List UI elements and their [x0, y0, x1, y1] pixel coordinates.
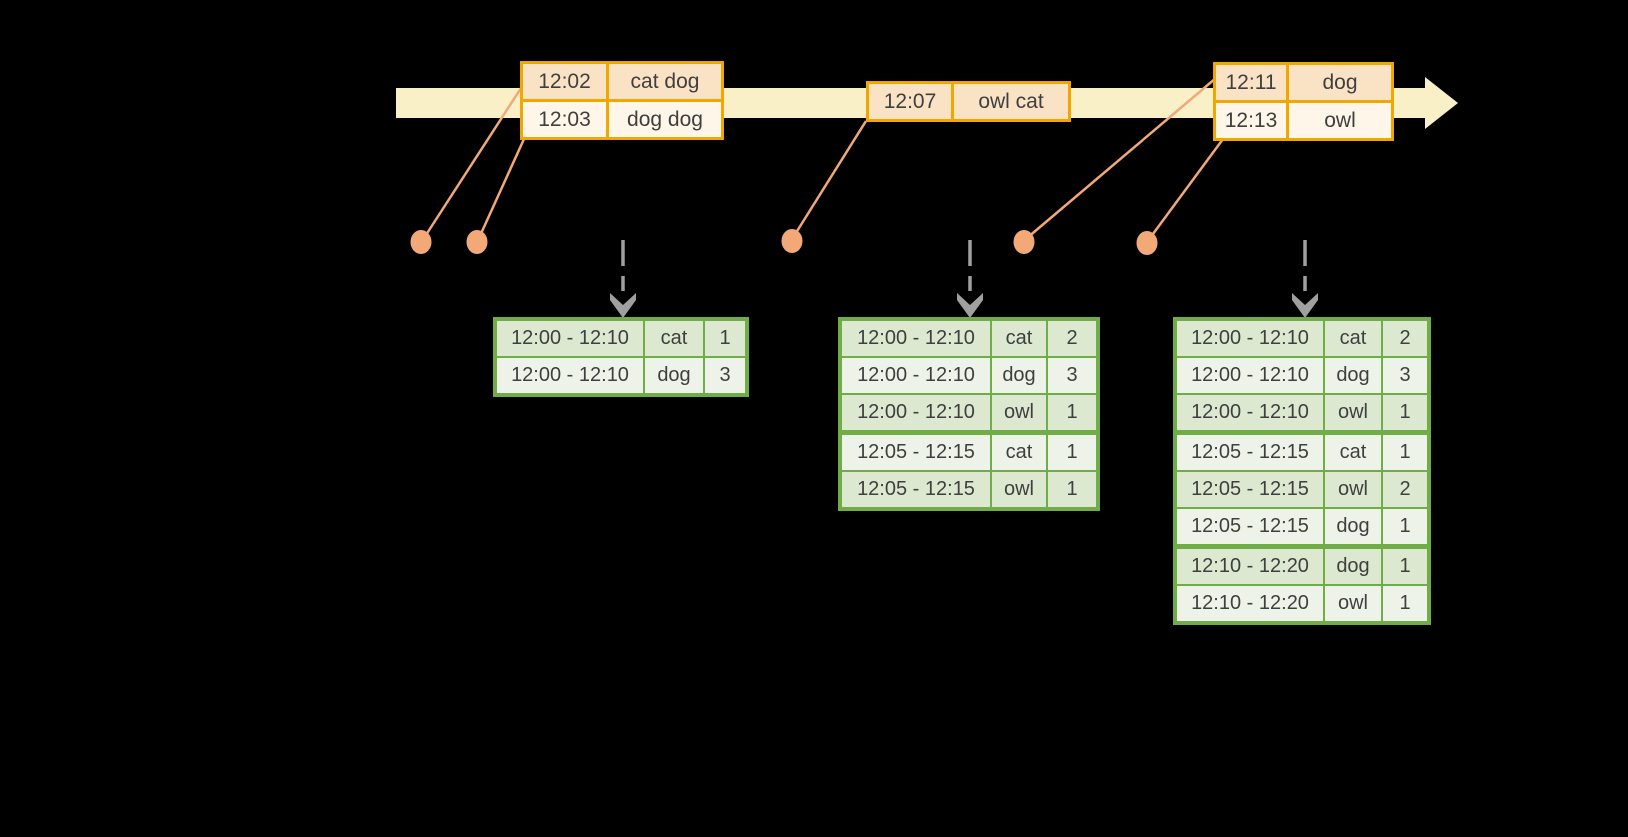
- event-time-cell: 12:11: [1213, 62, 1289, 103]
- result-word-cell: owl: [1323, 393, 1383, 434]
- result-word-cell: dog: [1323, 356, 1383, 395]
- result-count-cell: 1: [1381, 393, 1430, 434]
- result-word-cell: cat: [990, 430, 1048, 472]
- trigger-arrowhead-icon: [1292, 293, 1318, 318]
- result-count-cell: 1: [1046, 393, 1099, 434]
- result-word-cell: cat: [1323, 318, 1383, 358]
- table-row: 12:11 dog: [1213, 62, 1394, 103]
- event-time-cell: 12:07: [866, 81, 954, 122]
- connector-line: [1148, 138, 1225, 239]
- table-row: 12:00 - 12:10 cat 2: [839, 318, 1099, 358]
- event-words-cell: dog dog: [606, 99, 724, 140]
- trigger-arrowhead-icon: [610, 293, 636, 318]
- table-row: 12:10 - 12:20 dog 1: [1174, 544, 1430, 586]
- event-table-1: 12:02 cat dog 12:03 dog dog: [520, 61, 724, 140]
- event-words-cell: dog: [1286, 62, 1394, 103]
- event-time-cell: 12:13: [1213, 100, 1289, 141]
- result-word-cell: dog: [1323, 544, 1383, 586]
- result-count-cell: 1: [1381, 544, 1430, 586]
- result-window-cell: 12:05 - 12:15: [839, 430, 992, 472]
- result-word-cell: owl: [1323, 470, 1383, 509]
- event-dot: [1136, 231, 1158, 255]
- result-window-cell: 12:00 - 12:10: [1174, 318, 1325, 358]
- result-window-cell: 12:00 - 12:10: [839, 318, 992, 358]
- table-row: 12:13 owl: [1213, 100, 1394, 141]
- trigger-arrowhead-icon: [957, 293, 983, 318]
- event-table-3: 12:11 dog 12:13 owl: [1213, 62, 1394, 141]
- event-words-cell: cat dog: [606, 61, 724, 102]
- result-window-cell: 12:00 - 12:10: [1174, 356, 1325, 395]
- table-row: 12:02 cat dog: [520, 61, 724, 102]
- table-row: 12:05 - 12:15 owl 2: [1174, 470, 1430, 509]
- table-row: 12:00 - 12:10 cat 1: [494, 318, 748, 358]
- result-window-cell: 12:00 - 12:10: [1174, 393, 1325, 434]
- event-words-cell: owl: [1286, 100, 1394, 141]
- event-time-cell: 12:03: [520, 99, 609, 140]
- event-dot: [410, 230, 432, 254]
- connector-line: [422, 84, 525, 239]
- event-dot: [781, 229, 803, 253]
- event-time-cell: 12:02: [520, 61, 609, 102]
- table-row: 12:00 - 12:10 dog 3: [1174, 356, 1430, 395]
- result-count-cell: 2: [1046, 318, 1099, 358]
- result-table-1: 12:00 - 12:10 cat 1 12:00 - 12:10 dog 3: [493, 317, 749, 397]
- table-row: 12:05 - 12:15 cat 1: [839, 430, 1099, 472]
- result-window-cell: 12:00 - 12:10: [494, 318, 645, 358]
- result-window-cell: 12:10 - 12:20: [1174, 584, 1325, 624]
- connector-line: [477, 138, 526, 239]
- table-row: 12:07 owl cat: [866, 81, 1071, 122]
- result-word-cell: owl: [990, 393, 1048, 434]
- result-word-cell: cat: [643, 318, 705, 358]
- result-count-cell: 3: [703, 356, 748, 396]
- result-word-cell: dog: [990, 356, 1048, 395]
- result-window-cell: 12:00 - 12:10: [494, 356, 645, 396]
- table-row: 12:00 - 12:10 dog 3: [839, 356, 1099, 395]
- result-word-cell: dog: [643, 356, 705, 396]
- result-table-2: 12:00 - 12:10 cat 2 12:00 - 12:10 dog 3 …: [838, 317, 1100, 511]
- table-row: 12:05 - 12:15 dog 1: [1174, 507, 1430, 548]
- table-row: 12:00 - 12:10 dog 3: [494, 356, 748, 396]
- result-word-cell: cat: [1323, 430, 1383, 472]
- table-row: 12:00 - 12:10 owl 1: [839, 393, 1099, 434]
- result-window-cell: 12:00 - 12:10: [839, 356, 992, 395]
- result-window-cell: 12:05 - 12:15: [1174, 430, 1325, 472]
- table-row: 12:05 - 12:15 cat 1: [1174, 430, 1430, 472]
- table-row: 12:03 dog dog: [520, 99, 724, 140]
- result-count-cell: 3: [1046, 356, 1099, 395]
- event-table-2: 12:07 owl cat: [866, 81, 1071, 122]
- table-row: 12:10 - 12:20 owl 1: [1174, 584, 1430, 624]
- result-count-cell: 2: [1381, 470, 1430, 509]
- table-row: 12:00 - 12:10 cat 2: [1174, 318, 1430, 358]
- result-count-cell: 1: [1046, 470, 1099, 510]
- table-row: 12:00 - 12:10 owl 1: [1174, 393, 1430, 434]
- result-word-cell: owl: [990, 470, 1048, 510]
- result-count-cell: 1: [703, 318, 748, 358]
- result-count-cell: 1: [1381, 507, 1430, 548]
- connector-line: [1026, 77, 1217, 239]
- result-window-cell: 12:05 - 12:15: [1174, 507, 1325, 548]
- result-count-cell: 1: [1381, 430, 1430, 472]
- timeline-arrowhead-icon: [1425, 77, 1458, 129]
- result-window-cell: 12:05 - 12:15: [839, 470, 992, 510]
- result-count-cell: 1: [1381, 584, 1430, 624]
- result-count-cell: 3: [1381, 356, 1430, 395]
- result-window-cell: 12:05 - 12:15: [1174, 470, 1325, 509]
- result-word-cell: dog: [1323, 507, 1383, 548]
- event-dot: [1013, 230, 1035, 254]
- result-count-cell: 2: [1381, 318, 1430, 358]
- result-count-cell: 1: [1046, 430, 1099, 472]
- result-window-cell: 12:10 - 12:20: [1174, 544, 1325, 586]
- table-row: 12:05 - 12:15 owl 1: [839, 470, 1099, 510]
- result-table-3: 12:00 - 12:10 cat 2 12:00 - 12:10 dog 3 …: [1173, 317, 1431, 625]
- event-dot: [466, 230, 488, 254]
- result-word-cell: owl: [1323, 584, 1383, 624]
- event-words-cell: owl cat: [951, 81, 1071, 122]
- connector-line: [792, 120, 868, 237]
- result-word-cell: cat: [990, 318, 1048, 358]
- result-window-cell: 12:00 - 12:10: [839, 393, 992, 434]
